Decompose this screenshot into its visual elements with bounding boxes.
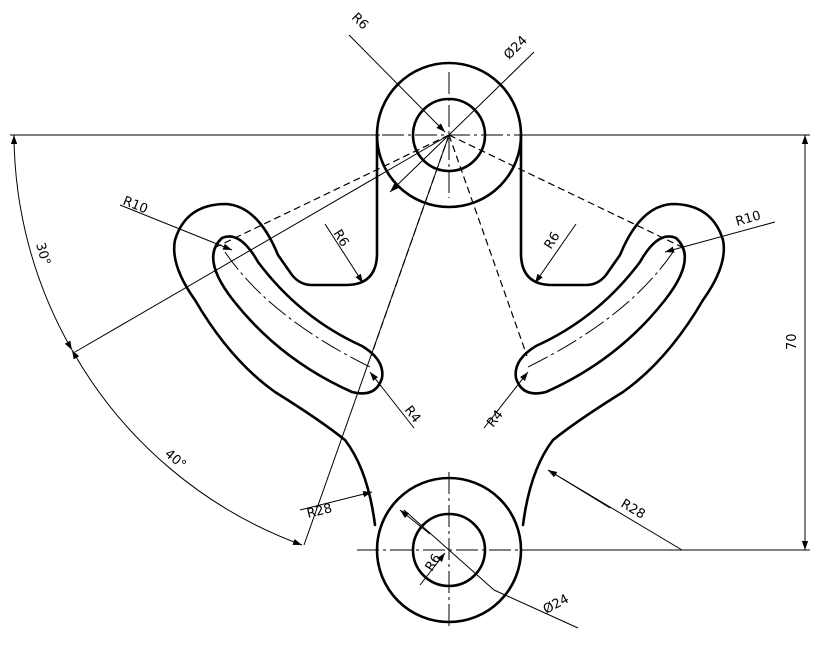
top-bore-label: Ø24 [501, 33, 531, 63]
top-fillet-leader [348, 34, 446, 133]
right-slot-leader [483, 371, 529, 429]
right-arm-radius-label: R10 [734, 208, 763, 229]
left-slot-centerline [224, 251, 373, 369]
left-fillet-leader [324, 223, 364, 284]
left-angle-ray-upper [74, 134, 450, 353]
left-angle-ray-lower [303, 134, 450, 546]
right-arm-profile [519, 133, 726, 527]
right-arm-leader [664, 221, 776, 253]
top-bore-leader-b [389, 131, 453, 193]
right-blend-arrow [547, 469, 611, 509]
dimension-lines [10, 34, 809, 629]
left-arm-profile [172, 133, 379, 527]
bottom-bore-tangent-line [403, 509, 495, 591]
left-blend-radius-label: R28 [305, 501, 333, 522]
right-slot-radius-label: R4 [484, 408, 506, 431]
left-arm-radius-label: R10 [121, 194, 150, 217]
angle-upper-label: 30° [32, 241, 53, 267]
angle-arc-lower [71, 349, 303, 546]
left-arm-leader [119, 204, 233, 251]
right-fillet-leader [534, 223, 577, 284]
top-bore-leader [451, 51, 535, 133]
angle-lower-label: 40° [161, 447, 188, 473]
right-inner-fillet-label: R6 [542, 229, 564, 252]
left-slot [212, 235, 384, 395]
bottom-bore-arrow-a [399, 509, 431, 535]
left-construction-line-a [213, 134, 450, 249]
bottom-fillet-leader [419, 552, 446, 586]
bottom-bore-leader [493, 589, 579, 629]
left-slot-radius-label: R4 [401, 403, 423, 426]
angle-arc-upper [10, 134, 73, 351]
dimension-labels: R6 Ø24 R10 R10 R6 R6 R4 R4 R28 R28 R6 Ø2… [32, 10, 800, 617]
right-slot [514, 235, 686, 395]
right-construction-line-b [448, 134, 528, 357]
right-construction-line-a [448, 134, 685, 249]
right-slot-centerline [525, 251, 674, 369]
left-slot-leader [369, 371, 415, 429]
top-fillet-label: R6 [348, 10, 371, 33]
center-lines [224, 72, 674, 630]
bottom-fillet-label: R6 [423, 551, 445, 574]
right-blend-radius-label: R28 [618, 497, 648, 523]
left-inner-fillet-label: R6 [330, 227, 352, 250]
bottom-bore-label: Ø24 [541, 592, 572, 618]
overall-height-label: 70 [785, 333, 800, 350]
left-blend-leader [299, 491, 373, 511]
construction-lines [74, 134, 685, 591]
